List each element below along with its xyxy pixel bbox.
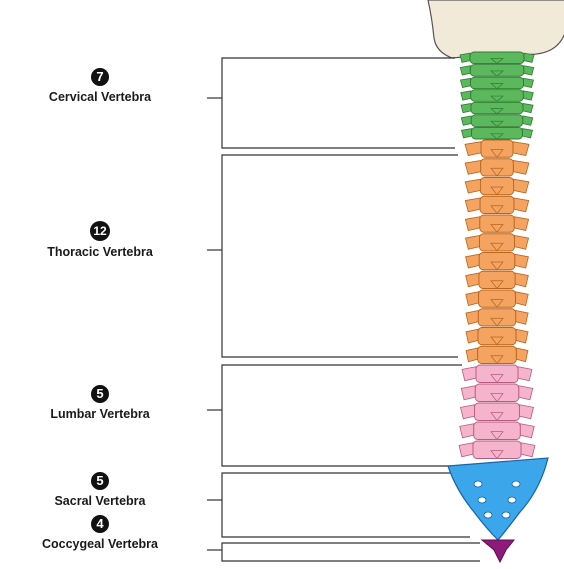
thoracic-group: 12 Thoracic Vertebra [0,221,200,259]
sacral-foramen-2 [512,481,520,487]
cervical-vertebra-4 [461,90,534,102]
sacral-bracket [222,473,470,537]
sacral-count-badge: 5 [91,472,109,490]
sacral-foramen-3 [478,497,486,503]
cervical-vertebra-7 [462,127,533,139]
thoracic-vertebra-6 [466,234,529,251]
thoracic-vertebra-11 [466,328,528,345]
cervical-vertebra-2 [460,65,534,77]
lumbar-vertebra-1 [462,365,532,383]
cervical-group: 7 Cervical Vertebra [0,68,200,104]
thoracic-vertebra-7 [466,253,529,270]
cervical-vertebra-6 [461,115,533,127]
thoracic-vertebra-8 [466,271,529,288]
sacral-foramen-6 [502,512,510,518]
thoracic-count-badge: 12 [90,221,110,241]
cervical-vertebra-1 [460,52,534,64]
lumbar-label: Lumbar Vertebra [0,407,200,421]
sacrum [448,458,548,540]
coccygeal-count-badge: 4 [91,515,109,533]
region-brackets [207,58,480,561]
thoracic-bracket [222,155,458,357]
thoracic-vertebra-4 [465,196,528,213]
sacral-foramen-1 [474,481,482,487]
thoracic-vertebra-2 [465,159,529,176]
coccygeal-group: 4 Coccygeal Vertebra [0,515,200,551]
lumbar-group: 5 Lumbar Vertebra [0,385,200,421]
lumbar-vertebra-3 [461,403,534,421]
thoracic-vertebra-12 [466,346,528,363]
sacral-label: Sacral Vertebra [0,494,200,508]
thoracic-vertebra-1 [465,140,529,157]
thoracic-vertebra-9 [466,290,528,307]
lumbar-vertebra-4 [460,422,535,440]
sacral-foramen-4 [508,497,516,503]
sacral-group: 5 Sacral Vertebra [0,472,200,508]
coccygeal-label: Coccygeal Vertebra [0,537,200,551]
cervical-label: Cervical Vertebra [0,90,200,104]
sacral-foramen-5 [484,512,492,518]
lumbar-bracket [222,365,462,466]
cervical-bracket [222,58,455,148]
lumbar-vertebra-5 [459,441,535,459]
coccyx [482,540,514,562]
lumbar-vertebra-2 [461,384,533,402]
spine-column [448,52,548,562]
coccygeal-bracket [222,543,480,561]
cervical-count-badge: 7 [91,68,109,86]
thoracic-vertebra-10 [466,309,528,326]
cervical-vertebra-3 [461,77,534,89]
thoracic-vertebra-5 [465,215,528,232]
skull-base [428,0,564,58]
cervical-vertebra-5 [461,102,533,114]
lumbar-count-badge: 5 [91,385,109,403]
thoracic-vertebra-3 [465,178,529,195]
thoracic-label: Thoracic Vertebra [0,245,200,259]
